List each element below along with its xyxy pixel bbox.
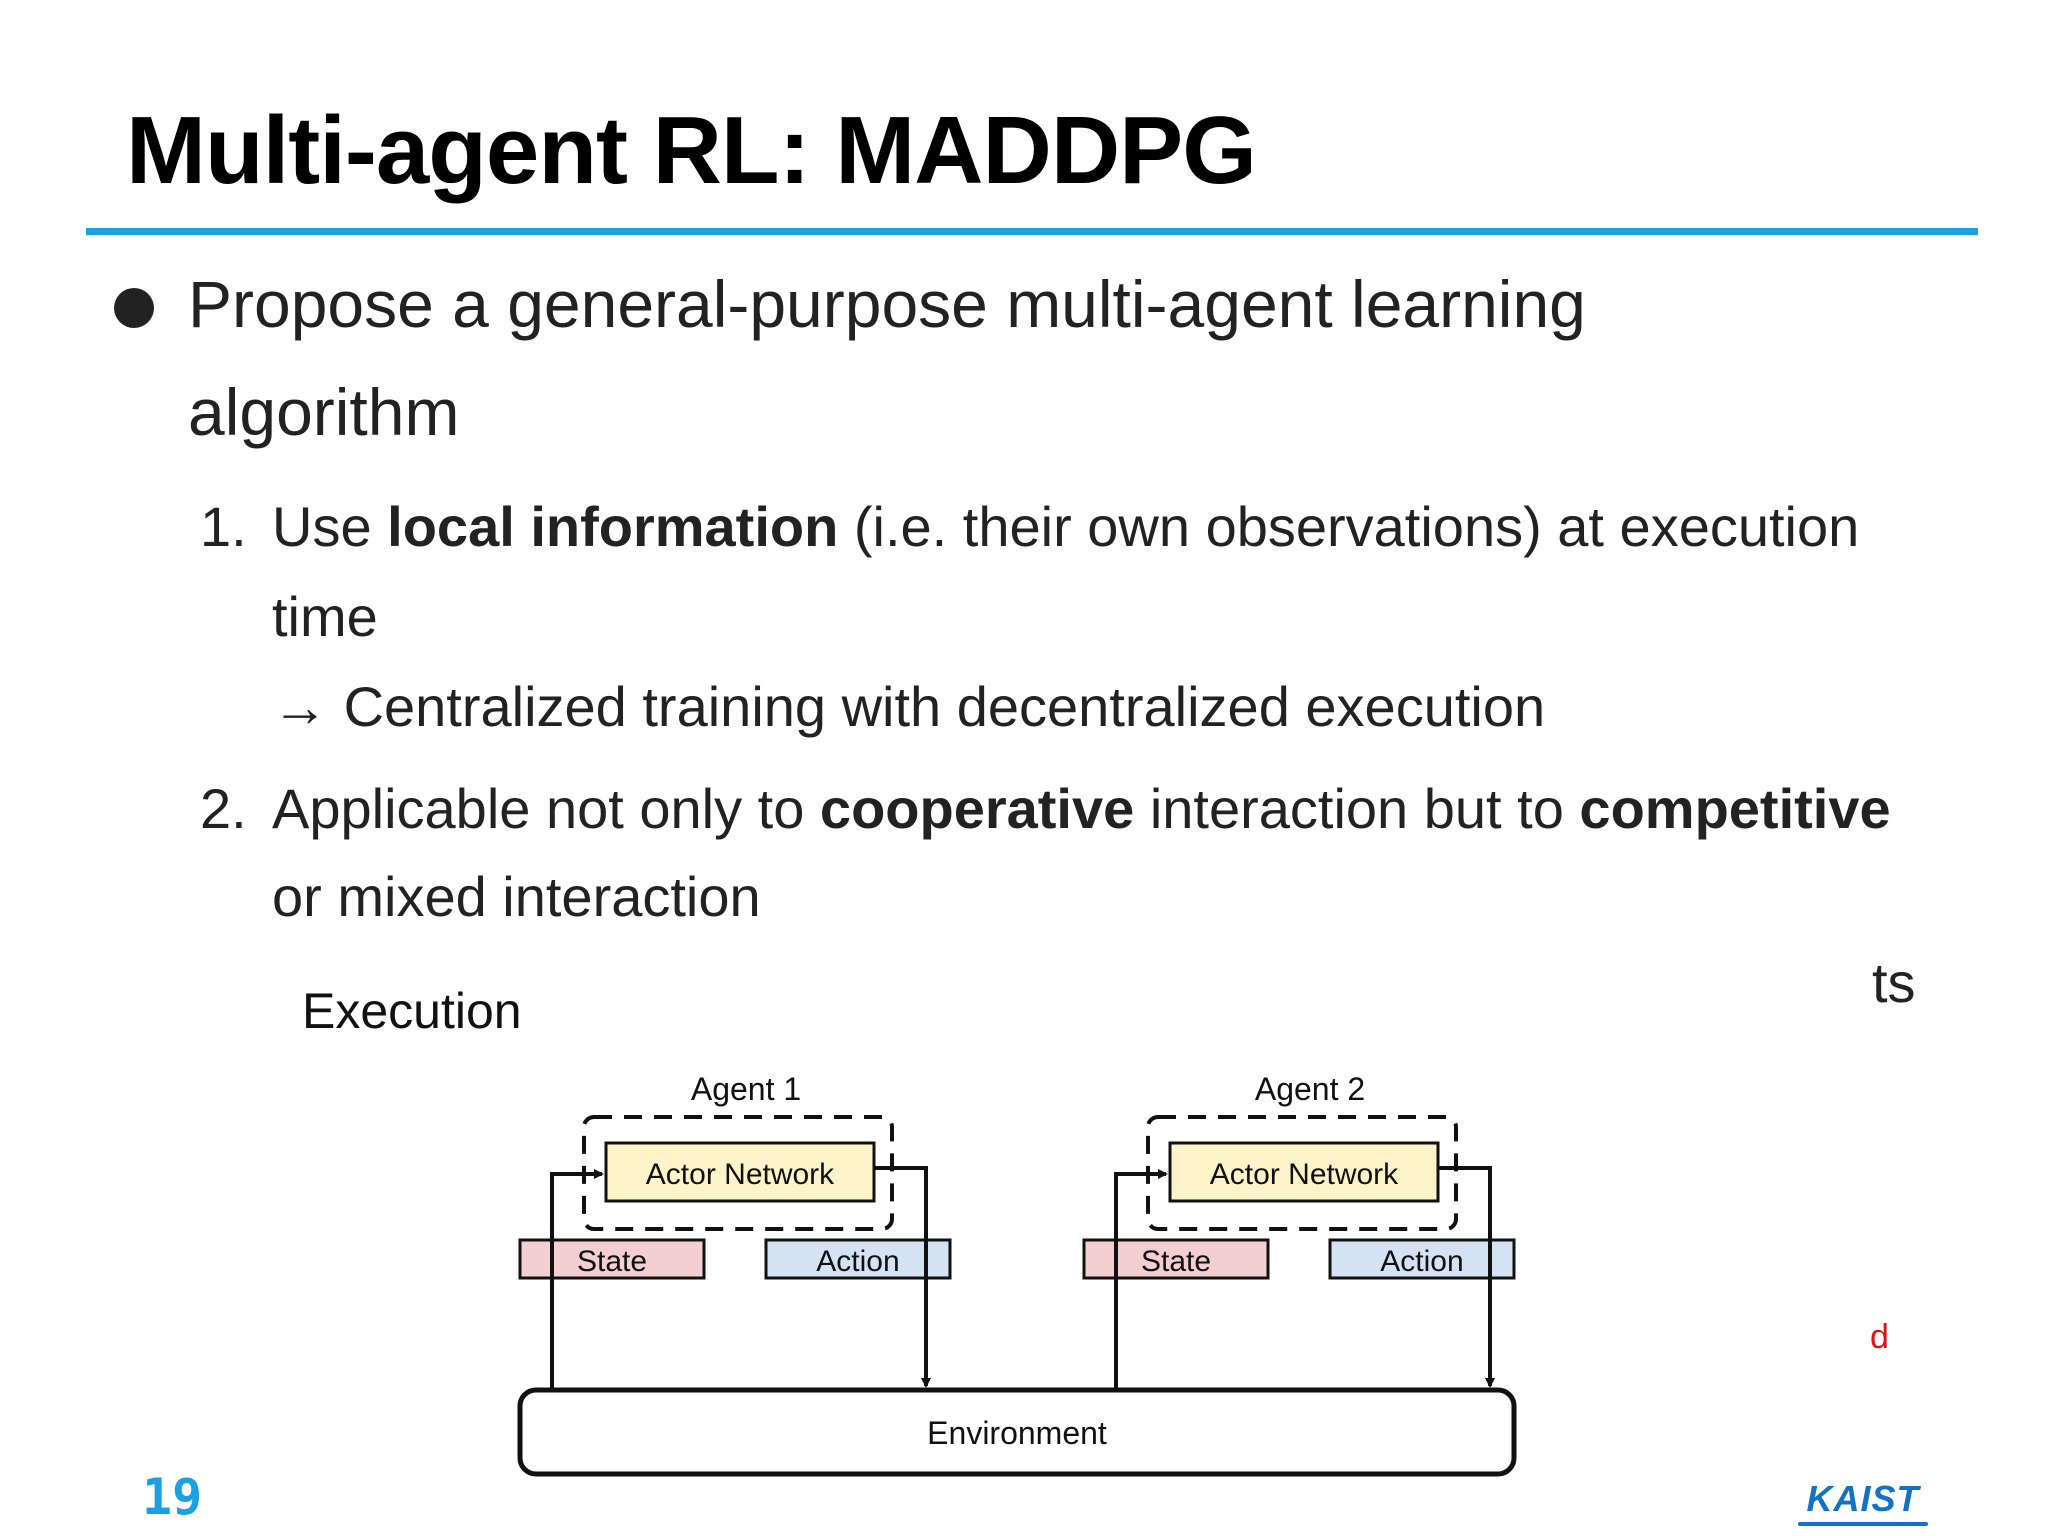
agent-2-action-arrow [1438,1166,1495,1388]
item-2-text-bold-1: cooperative [819,777,1135,840]
agent-1-state-arrow [550,1169,604,1390]
environment-box [517,1387,1517,1477]
item-1-line-2: time [272,585,378,648]
agent-1-group: Agent 1 Actor Network State Action [518,1071,952,1390]
execution-label: Execution [302,983,522,1039]
item-1-line-1: Use local information (i.e. their own ob… [272,494,1859,559]
agent-1-state-label: State [577,1245,647,1278]
bullet-line-1: Propose a general-purpose multi-agent le… [188,267,1586,341]
item-2-text-pre: Applicable not only to [272,777,820,840]
title-underline [86,228,1978,235]
item-1-text-post: (i.e. their own observations) at executi… [838,495,1860,558]
item-1-number: 1. [200,495,247,558]
item-1-arrow-text: Centralized training with decentralized … [343,675,1546,738]
item-2-text-bold-2: competitive [1579,777,1891,840]
item-1-text-bold: local information [387,495,839,558]
agent-2-state-label: State [1141,1245,1211,1278]
right-arrow-icon: → [272,675,328,738]
item-2-line-2: or mixed interaction [272,865,761,928]
agent-1-action-box [764,1238,952,1280]
item-1-text-pre: Use [272,495,388,558]
kaist-logo: KAIST [1798,1478,1928,1528]
bullet-dot-icon [114,288,154,328]
page-number: 19 [142,1468,203,1526]
agent-2-actor-network-label: Actor Network [1210,1158,1399,1191]
occluded-red-fragment: d [1870,1318,1889,1356]
kaist-logo-text: KAIST [1806,1478,1920,1519]
agent-2-label: Agent 2 [1255,1071,1365,1107]
agent-1-actor-network-label: Actor Network [646,1158,835,1191]
occluded-text-fragment: ts [1872,951,1916,1014]
slide-title: Multi-agent RL: MADDPG [126,97,1257,204]
agent-1-label: Agent 1 [691,1071,801,1107]
environment-label: Environment [927,1415,1107,1451]
agent-1-action-label: Action [816,1245,899,1278]
agent-2-actor-network-box [1168,1141,1440,1203]
agent-2-group: Agent 2 Actor Network State Action [1082,1071,1516,1390]
kaist-logo-swoosh [1798,1522,1928,1526]
agent-1-action-arrow [874,1166,931,1388]
agent-2-action-label: Action [1380,1245,1463,1278]
agent-2-state-arrow [1114,1169,1168,1390]
agent-2-action-box [1328,1238,1516,1280]
item-2-line-1: Applicable not only to cooperative inter… [272,776,1891,841]
item-2-number: 2. [200,777,247,840]
item-1-line-3: → Centralized training with decentralize… [272,674,1545,739]
item-2-text-mid: interaction but to [1134,777,1580,840]
agent-1-actor-network-box [604,1141,876,1203]
bullet-line-2: algorithm [188,375,460,449]
